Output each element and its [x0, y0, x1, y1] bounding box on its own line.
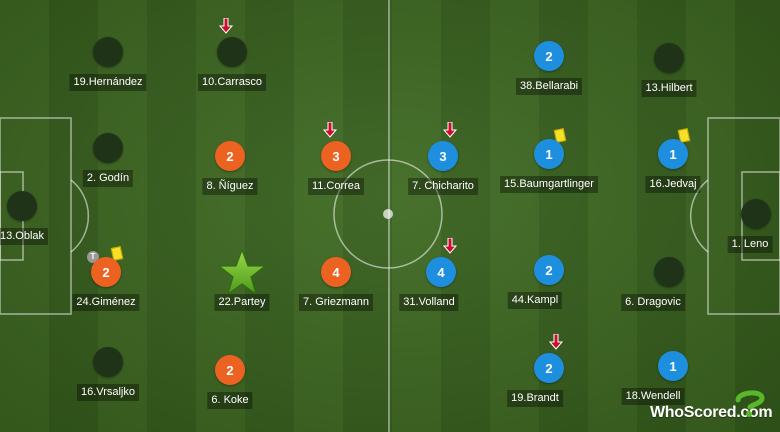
- player-name: 13.Oblak: [0, 228, 49, 245]
- player-rating: [93, 133, 123, 163]
- whoscored-logo[interactable]: WhoScored.com: [650, 390, 773, 424]
- substituted-off-icon: [219, 18, 233, 34]
- player-rating: 2: [215, 355, 245, 385]
- player-name: 6. Dragovic: [621, 294, 685, 311]
- player-name: 31.Volland: [399, 294, 459, 311]
- player-name: 22.Partey: [214, 294, 270, 311]
- player-rating: 3: [321, 141, 351, 171]
- player-name: 15.Baumgartlinger: [500, 176, 598, 193]
- player-name: 16.Jedvaj: [645, 176, 701, 193]
- player-rating: 3: [428, 141, 458, 171]
- player-name: 13.Hilbert: [641, 80, 697, 97]
- player-name: 11.Correa: [307, 178, 365, 195]
- substituted-off-icon: [323, 122, 337, 138]
- player-name: 16.Vrsaljko: [76, 384, 140, 401]
- player-rating: [93, 37, 123, 67]
- player-name: 6. Koke: [207, 392, 253, 409]
- substituted-off-icon: [443, 238, 457, 254]
- player-rating: 2: [534, 353, 564, 383]
- substituted-off-icon: [549, 334, 563, 350]
- player-name: 38.Bellarabi: [515, 78, 583, 95]
- player-name: 10.Carrasco: [198, 74, 266, 91]
- logo-text: WhoScored.com: [650, 404, 773, 421]
- player-rating: 2: [534, 41, 564, 71]
- player-rating: 2: [534, 255, 564, 285]
- player-rating: 1: [658, 351, 688, 381]
- player-name: 44.Kampl: [507, 292, 563, 309]
- player-name: 7. Griezmann: [298, 294, 374, 311]
- player-rating: 2: [215, 141, 245, 171]
- player-name: 19.Brandt: [507, 390, 563, 407]
- player-rating: 4: [321, 257, 351, 287]
- player-name: 7. Chicharito: [408, 178, 478, 195]
- player-name: 24.Giménez: [72, 294, 140, 311]
- player-rating: [654, 257, 684, 287]
- player-name: 19.Hernández: [69, 74, 147, 91]
- man-of-the-match-star-icon: [217, 248, 267, 296]
- substituted-off-icon: [443, 122, 457, 138]
- player-name: 18.Wendell: [621, 388, 685, 405]
- player-rating: [741, 199, 771, 229]
- player-rating: [7, 191, 37, 221]
- player-rating: [654, 43, 684, 73]
- player-rating: 1: [658, 139, 688, 169]
- player-rating: 2: [91, 257, 121, 287]
- player-name: 8. Ñíguez: [202, 178, 258, 195]
- question-mark-logo-icon: [735, 390, 765, 417]
- player-rating: 4: [426, 257, 456, 287]
- player-name: 2. Godín: [82, 170, 134, 187]
- player-name: 1. Leno: [727, 236, 773, 253]
- player-rating: 1: [534, 139, 564, 169]
- player-rating: [93, 347, 123, 377]
- player-rating: [217, 37, 247, 67]
